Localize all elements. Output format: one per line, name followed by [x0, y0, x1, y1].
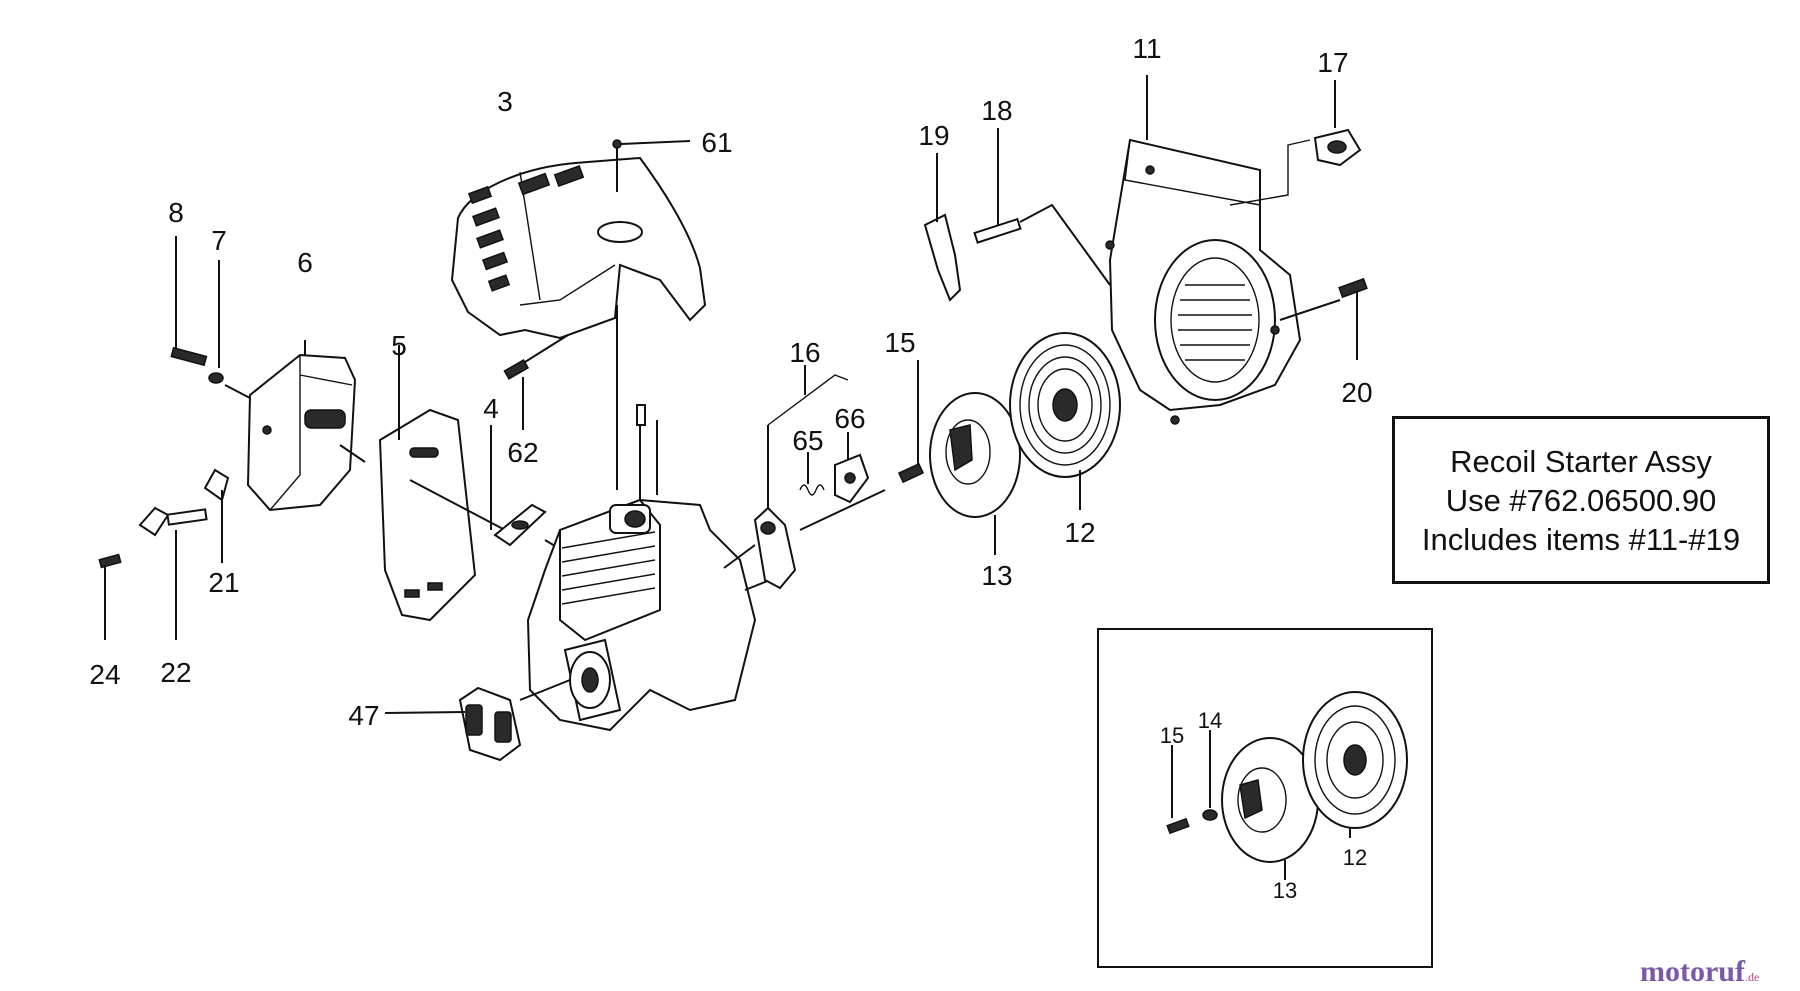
- inset-callout-14: 14: [1198, 708, 1222, 733]
- part-47-adapter: [384, 679, 571, 762]
- part-61-screw: [612, 139, 691, 192]
- callout-17: 17: [1317, 47, 1348, 78]
- callout-21: 21: [208, 567, 239, 598]
- cylinder-fins: [561, 531, 656, 605]
- watermark-brand: motoruf: [1640, 955, 1745, 988]
- info-line-part-number: Use #762.06500.90: [1445, 482, 1717, 518]
- callout-66: 66: [834, 403, 865, 434]
- callout-19: 19: [918, 120, 949, 151]
- part-65-spring: [799, 452, 825, 496]
- inset-drawing: 15 14 13 12: [1160, 691, 1408, 903]
- part-20-bolt: [1279, 277, 1368, 360]
- callout-5: 5: [391, 330, 407, 361]
- callout-labels: 3 61 8 7 6 5 4 62 21 22 24 47 16 65 66 1…: [89, 33, 1372, 731]
- fan-fins: [1178, 284, 1252, 361]
- callout-11: 11: [1132, 33, 1161, 64]
- part-66-pawl: [799, 432, 886, 531]
- callout-12: 12: [1064, 517, 1095, 548]
- part-24-screw: [98, 553, 122, 640]
- part-5-gasket-plate: [378, 345, 506, 622]
- callout-8: 8: [168, 197, 184, 228]
- info-line-title: Recoil Starter Assy: [1450, 443, 1712, 479]
- callout-6: 6: [297, 247, 313, 278]
- inset-callout-13: 13: [1273, 878, 1297, 903]
- callout-18: 18: [981, 95, 1012, 126]
- part-15-screw: [897, 360, 925, 484]
- part-18-shaft: [973, 128, 1111, 286]
- info-line-includes: Includes items #11-#19: [1421, 521, 1741, 557]
- part-11-fan-housing: [1105, 75, 1302, 425]
- engine-block: [526, 404, 771, 732]
- part-12-recoil-spring: [1009, 332, 1121, 510]
- callout-47: 47: [348, 700, 379, 731]
- callout-20: 20: [1341, 377, 1372, 408]
- callout-61: 61: [701, 127, 732, 158]
- watermark-suffix: .de: [1744, 970, 1760, 984]
- callout-13: 13: [981, 560, 1012, 591]
- callout-7: 7: [211, 225, 227, 256]
- part-16-pawl-group: [723, 365, 849, 590]
- part-8-bolt: [170, 236, 208, 367]
- callout-16: 16: [789, 337, 820, 368]
- callout-24: 24: [89, 659, 120, 690]
- part-3-shroud: [450, 156, 707, 490]
- inset-callout-12: 12: [1343, 845, 1367, 870]
- part-19-handle: [923, 153, 962, 302]
- callout-65: 65: [792, 425, 823, 456]
- watermark-logo: motoruf.de: [1640, 955, 1759, 989]
- inset-callout-15: 15: [1160, 723, 1184, 748]
- callout-62: 62: [507, 437, 538, 468]
- callout-3: 3: [497, 86, 513, 117]
- part-6-muffler: [224, 340, 366, 512]
- part-21-plate: [203, 468, 230, 563]
- recoil-starter-info-box: Recoil Starter Assy Use #762.06500.90 In…: [1392, 416, 1770, 584]
- inset-frame: [1097, 628, 1433, 968]
- part-17-grommet: [1229, 80, 1362, 206]
- part-13-pulley: [929, 392, 1021, 555]
- part-62-bolt: [503, 334, 569, 430]
- callout-4: 4: [483, 393, 499, 424]
- part-22-pin: [138, 506, 208, 640]
- callout-15: 15: [884, 327, 915, 358]
- part-7-washer: [208, 260, 224, 384]
- callout-22: 22: [160, 657, 191, 688]
